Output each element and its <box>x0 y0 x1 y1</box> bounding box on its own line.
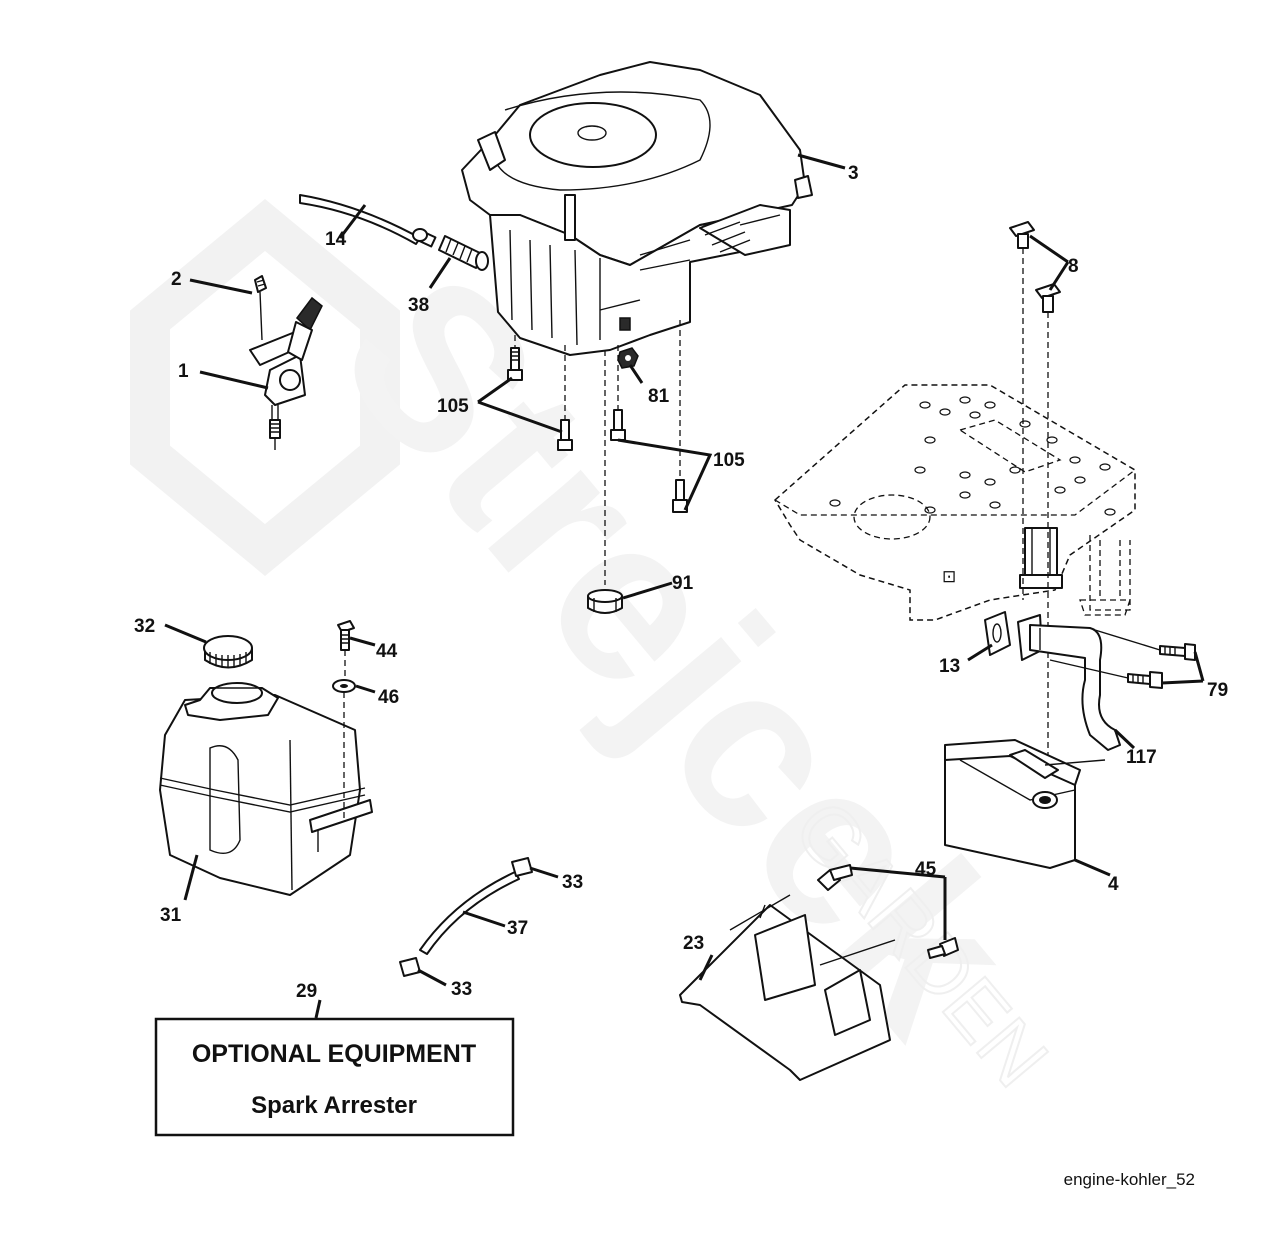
callout-105-right: 105 <box>713 450 745 471</box>
callout-31: 31 <box>160 905 182 926</box>
bolt-79-part <box>1049 629 1196 689</box>
callout-33-top: 33 <box>562 872 583 893</box>
fuel-line-37-part <box>399 857 533 977</box>
callout-1: 1 <box>178 361 189 382</box>
spacer-part <box>587 589 623 614</box>
callout-3: 3 <box>848 163 859 184</box>
chassis-part: ⊡ <box>774 384 1136 621</box>
nut-part <box>617 347 639 369</box>
callout-13: 13 <box>939 656 960 677</box>
callout-14: 14 <box>325 229 347 250</box>
callout-2: 2 <box>171 269 182 290</box>
callout-38: 38 <box>408 295 429 316</box>
callout-46: 46 <box>378 687 399 708</box>
callout-79: 79 <box>1207 680 1228 701</box>
optional-equipment-box: OPTIONAL EQUIPMENT Spark Arrester <box>154 1017 515 1137</box>
fuel-line-part <box>299 194 437 248</box>
leader-lines <box>164 153 1205 1019</box>
callout-45: 45 <box>915 859 937 880</box>
exhaust-pipe-part <box>984 611 1121 751</box>
callout-4: 4 <box>1108 874 1119 895</box>
callout-44: 44 <box>376 641 398 662</box>
callout-81: 81 <box>648 386 670 407</box>
bolt-8-part <box>1009 221 1061 760</box>
fitting-part <box>438 235 489 271</box>
callout-105-left: 105 <box>437 396 469 417</box>
optional-equipment-subtitle: Spark Arrester <box>251 1092 417 1119</box>
callout-91: 91 <box>672 573 694 594</box>
fuel-tank-part <box>159 682 373 896</box>
callouts: 1 2 3 4 8 13 14 23 29 31 32 33 33 37 38 … <box>134 163 1228 1002</box>
callout-29: 29 <box>296 981 317 1002</box>
muffler-part <box>944 739 1106 869</box>
throttle-control-part <box>249 275 323 450</box>
spark-arrester-part <box>679 864 959 1081</box>
chassis-mark: ⊡ <box>942 567 956 586</box>
bolt-part <box>507 320 688 585</box>
watermark-logo-icon <box>130 199 400 576</box>
diagram-reference: engine-kohler_52 <box>1064 1170 1195 1189</box>
callout-37: 37 <box>507 918 528 939</box>
watermark: Strejcek GARDEN <box>130 199 1066 1104</box>
screw-44-part <box>332 620 356 820</box>
callout-32: 32 <box>134 616 155 637</box>
engine-part <box>461 61 813 356</box>
optional-equipment-title: OPTIONAL EQUIPMENT <box>192 1040 476 1068</box>
callout-8: 8 <box>1068 256 1079 277</box>
fuel-cap-part <box>203 635 253 669</box>
callout-33-bottom: 33 <box>451 979 472 1000</box>
callout-23: 23 <box>683 933 704 954</box>
callout-117: 117 <box>1126 747 1157 768</box>
